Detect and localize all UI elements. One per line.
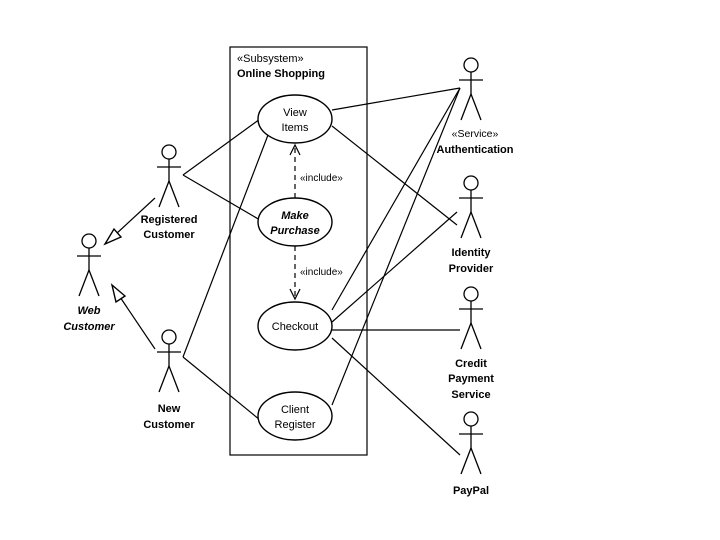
actor-web-customer-head <box>81 233 97 249</box>
actor-identity-provider: Identity Provider <box>449 175 494 275</box>
actor-authentication-stereotype: «Service» <box>452 128 499 140</box>
use-case-make-purchase-label-2: Purchase <box>270 225 320 237</box>
use-case-checkout: Checkout <box>257 301 333 351</box>
actor-authentication-right-leg <box>470 93 482 121</box>
actor-registered-customer: Registered Customer <box>141 144 198 241</box>
actor-registered-customer-head <box>161 144 177 160</box>
assoc-registered-view-items <box>182 118 261 176</box>
actor-registered-customer-label-1: Registered <box>141 214 198 226</box>
actor-identity-provider-right-leg <box>470 211 482 239</box>
actor-credit-payment-service: Credit Payment Service <box>448 286 494 401</box>
actor-new-customer-right-leg <box>168 365 180 393</box>
assoc-view-items-authentication <box>331 87 461 111</box>
assoc-view-items-identity <box>331 125 458 226</box>
actor-authentication-label: Authentication <box>437 144 514 156</box>
use-case-view-items-label-1: View <box>283 107 307 119</box>
include-dependencies: «include» «include» <box>289 143 343 301</box>
use-case-make-purchase: Make Purchase <box>257 197 333 247</box>
actor-identity-provider-label-1: Identity <box>451 247 491 259</box>
actor-paypal-left-leg <box>460 447 472 475</box>
actor-web-customer-left-leg <box>78 269 90 297</box>
use-case-checkout-label: Checkout <box>272 321 318 333</box>
actor-credit-payment-service-head <box>463 286 479 302</box>
actor-new-customer-label-2: Customer <box>143 419 195 431</box>
actor-authentication-left-leg <box>460 93 472 121</box>
generalization-registered-arrowhead <box>103 227 123 246</box>
actor-credit-payment-service-left-leg <box>460 322 472 350</box>
actor-registered-customer-right-leg <box>168 180 180 208</box>
actor-paypal: PayPal <box>453 411 489 497</box>
include-lower-arrowhead <box>289 288 301 301</box>
assoc-client-register-authentication <box>331 87 461 406</box>
generalization-arrows <box>103 197 156 350</box>
actor-web-customer-right-leg <box>88 269 100 297</box>
assoc-new-view-items <box>182 134 269 358</box>
generalization-new-line <box>119 296 156 350</box>
use-case-client-register-ellipse <box>257 391 333 441</box>
actor-authentication: «Service» Authentication <box>437 57 514 156</box>
actor-credit-payment-service-label-1: Credit <box>455 358 487 370</box>
subsystem-name: Online Shopping <box>237 68 325 80</box>
actor-registered-customer-left-leg <box>158 180 170 208</box>
use-case-make-purchase-ellipse <box>257 197 333 247</box>
use-case-make-purchase-label-1: Make <box>281 210 309 222</box>
include-upper-label: «include» <box>300 173 343 184</box>
actor-credit-payment-service-right-leg <box>470 322 482 350</box>
actor-web-customer-label-1: Web <box>77 305 100 317</box>
actor-web-customer: Web Customer <box>63 233 115 333</box>
use-case-view-items-label-2: Items <box>282 122 309 134</box>
actor-web-customer-label-2: Customer <box>63 321 115 333</box>
actor-credit-payment-service-label-2: Payment <box>448 373 494 385</box>
actor-paypal-label: PayPal <box>453 485 489 497</box>
actor-new-customer-left-leg <box>158 365 170 393</box>
assoc-new-client-register <box>182 356 261 421</box>
use-case-view-items: View Items <box>257 94 333 144</box>
use-case-client-register: Client Register <box>257 391 333 441</box>
include-lower-label: «include» <box>300 267 343 278</box>
assoc-registered-make-purchase <box>182 174 261 221</box>
association-lines <box>182 87 461 456</box>
generalization-registered-line <box>115 197 156 235</box>
actor-identity-provider-label-2: Provider <box>449 263 494 275</box>
actor-new-customer-label-1: New <box>158 403 181 415</box>
actor-new-customer: New Customer <box>143 329 195 431</box>
actor-registered-customer-label-2: Customer <box>143 229 195 241</box>
actor-credit-payment-service-label-3: Service <box>451 389 490 401</box>
use-case-view-items-ellipse <box>257 94 333 144</box>
use-case-checkout-ellipse <box>257 301 333 351</box>
generalization-new-arrowhead <box>110 283 127 304</box>
actor-identity-provider-left-leg <box>460 211 472 239</box>
assoc-checkout-paypal <box>331 337 461 456</box>
subsystem-stereotype: «Subsystem» <box>237 53 304 65</box>
actor-authentication-head <box>463 57 479 73</box>
use-case-client-register-label-2: Register <box>275 419 316 431</box>
actor-new-customer-head <box>161 329 177 345</box>
actor-paypal-head <box>463 411 479 427</box>
actor-paypal-right-leg <box>470 447 482 475</box>
use-case-client-register-label-1: Client <box>281 404 309 416</box>
assoc-checkout-identity <box>331 211 458 323</box>
assoc-checkout-authentication <box>331 87 461 311</box>
include-upper-arrowhead <box>289 143 301 156</box>
actor-identity-provider-head <box>463 175 479 191</box>
